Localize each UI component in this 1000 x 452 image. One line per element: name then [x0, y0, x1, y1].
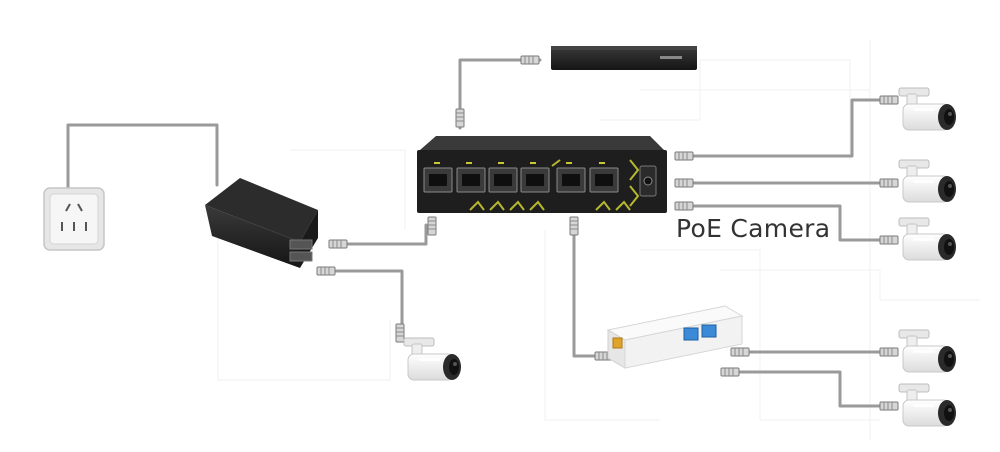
bullet-camera-icon [898, 159, 957, 203]
switch-port-3 [488, 167, 518, 193]
cable-splitter-to-camera-5 [733, 370, 882, 408]
switch-ports [423, 167, 619, 193]
cable-injector-to-switch [328, 223, 428, 246]
nvr-recorder-icon [551, 46, 697, 70]
bullet-camera-icon [898, 217, 957, 261]
cable-switch-to-splitter [572, 226, 607, 358]
network-switch-icon [417, 136, 667, 213]
switch-port-6 [589, 167, 619, 193]
power-outlet-icon [43, 187, 105, 251]
poe-camera-caption: PoE Camera [676, 214, 831, 243]
bullet-camera-icon [898, 383, 957, 427]
bullet-camera-icon [898, 329, 957, 373]
bullet-camera-icon [898, 87, 957, 131]
cable-outlet-to-injector [66, 123, 219, 194]
power-adapter-icon [205, 178, 318, 268]
cable-switch-to-nvr [458, 58, 542, 130]
cable-injector-to-camera [323, 269, 404, 337]
switch-port-4 [520, 167, 550, 193]
switch-port-5 [556, 167, 586, 193]
bullet-camera-icon [403, 337, 462, 381]
cable-switch-to-camera-1 [684, 98, 882, 158]
switch-port-2 [456, 167, 486, 193]
cables [66, 58, 882, 408]
poe-extender-icon [606, 305, 744, 369]
switch-port-1 [423, 167, 453, 193]
cable-switch-to-camera-3 [684, 204, 882, 242]
